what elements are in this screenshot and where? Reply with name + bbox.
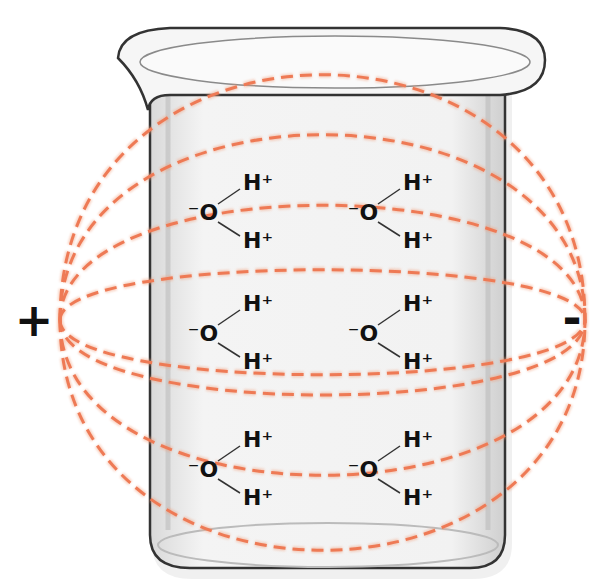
- beaker-wall: [486, 95, 491, 530]
- oxygen-atom: ⁻O: [348, 459, 378, 481]
- hydrogen-atom: H⁺: [243, 172, 273, 194]
- positive-pole: +: [15, 297, 54, 343]
- hydrogen-atom: H⁺: [403, 429, 433, 451]
- beaker-body: [150, 85, 505, 568]
- hydrogen-atom: H⁺: [243, 429, 273, 451]
- oxygen-atom: ⁻O: [188, 202, 218, 224]
- oxygen-atom: ⁻O: [348, 323, 378, 345]
- hydrogen-atom: H⁺: [403, 230, 433, 252]
- bond-line: [218, 189, 400, 493]
- beaker-rim: [118, 28, 545, 110]
- hydrogen-atom: H⁺: [403, 172, 433, 194]
- hydrogen-atom: H⁺: [403, 351, 433, 373]
- negative-pole: -: [562, 295, 581, 341]
- hydrogen-atom: H⁺: [243, 230, 273, 252]
- hydrogen-atom: H⁺: [403, 487, 433, 509]
- oxygen-atom: ⁻O: [188, 323, 218, 345]
- field-line: [60, 75, 585, 551]
- beaker-opening: [140, 36, 530, 88]
- beaker-wall: [166, 95, 171, 530]
- oxygen-atom: ⁻O: [348, 202, 378, 224]
- hydrogen-atom: H⁺: [243, 351, 273, 373]
- field-glow: [60, 75, 585, 551]
- hydrogen-atom: H⁺: [243, 487, 273, 509]
- hydrogen-atom: H⁺: [403, 293, 433, 315]
- hydrogen-atom: H⁺: [243, 293, 273, 315]
- oxygen-atom: ⁻O: [188, 459, 218, 481]
